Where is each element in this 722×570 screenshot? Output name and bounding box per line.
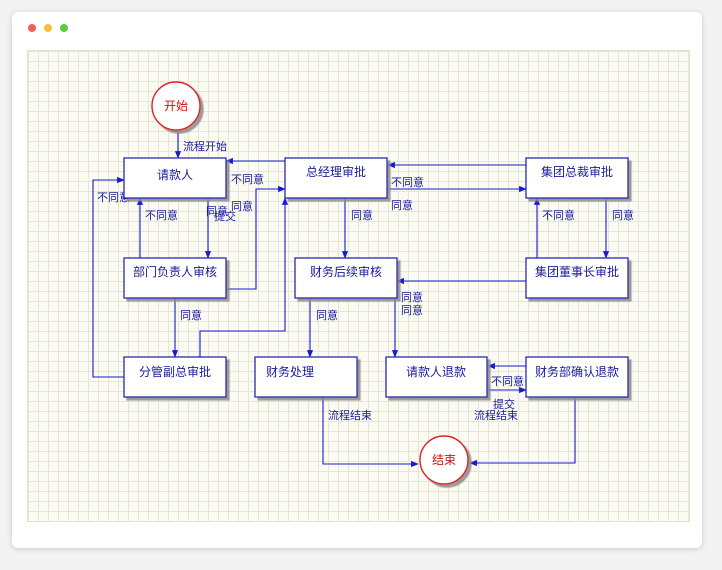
edge-vp-gm <box>199 197 289 357</box>
node-group-president-label: 集团总裁审批 <box>541 164 613 179</box>
node-finance-review-label: 财务后续审核 <box>310 264 382 279</box>
label-review-agree-process: 同意 <box>316 308 338 322</box>
edge-dept-gm <box>225 185 286 290</box>
label-start-flow: 流程开始 <box>183 139 227 153</box>
label-chairman-reject: 不同意 <box>542 208 575 222</box>
label-confirm-reject: 不同意 <box>491 374 524 388</box>
node-requester-refund[interactable]: 请款人退款 <box>385 356 488 398</box>
edge-vp-requester <box>92 176 125 378</box>
node-finance-process[interactable]: 财务处理 <box>254 356 358 398</box>
node-start-label: 开始 <box>164 99 188 113</box>
node-group-chairman[interactable]: 集团董事长审批 <box>525 257 629 299</box>
label-vp-reject: 不同意 <box>97 190 130 204</box>
node-end-label: 结束 <box>432 453 456 467</box>
label-submit: 提交 <box>214 209 236 223</box>
node-finance-confirm-refund[interactable]: 财务部确认退款 <box>525 356 629 398</box>
label-president-agree-chairman: 同意 <box>612 208 634 222</box>
node-requester-refund-label: 请款人退款 <box>406 365 466 379</box>
node-finance-confirm-refund-label: 财务部确认退款 <box>535 364 619 379</box>
label-agree-req-dept: 同意 <box>206 204 228 218</box>
node-end[interactable]: 结束 <box>419 435 469 485</box>
window-maximize-dot[interactable] <box>60 24 68 32</box>
node-vp-label: 分管副总审批 <box>139 364 211 379</box>
label-process-end: 流程结束 <box>328 408 372 422</box>
label-review-agree-refund: 同意 <box>401 303 423 317</box>
node-finance-process-label: 财务处理 <box>266 364 314 379</box>
edge-confirm-end <box>469 397 576 467</box>
label-refund-submit: 提交 <box>493 397 515 411</box>
window-close-dot[interactable] <box>28 24 36 32</box>
node-gm[interactable]: 总经理审批 <box>284 157 388 199</box>
node-requester[interactable]: 请款人 <box>123 157 227 199</box>
label-president-reject: 不同意 <box>391 175 424 189</box>
label-gm-reject: 不同意 <box>231 172 264 186</box>
edge-process-end <box>322 397 419 468</box>
label-dept-reject: 不同意 <box>145 208 178 222</box>
node-dept-head[interactable]: 部门负责人审核 <box>123 257 227 299</box>
node-group-chairman-label: 集团董事长审批 <box>535 264 619 279</box>
label-chairman-agree-review: 同意 <box>401 290 423 304</box>
node-group-president[interactable]: 集团总裁审批 <box>525 157 629 199</box>
node-finance-review[interactable]: 财务后续审核 <box>294 257 398 299</box>
label-dept-agree-vp: 同意 <box>180 308 202 322</box>
node-start[interactable]: 开始 <box>151 81 201 131</box>
node-vp[interactable]: 分管副总审批 <box>123 356 227 398</box>
label-gm-agree-president: 同意 <box>391 198 413 212</box>
node-dept-head-label: 部门负责人审核 <box>133 264 217 279</box>
label-dept-agree-gm: 同意 <box>231 199 253 213</box>
label-confirm-end: 流程结束 <box>474 408 518 422</box>
node-requester-label: 请款人 <box>157 168 193 182</box>
label-gm-agree-review: 同意 <box>351 208 373 222</box>
node-gm-label: 总经理审批 <box>306 164 366 179</box>
window-minimize-dot[interactable] <box>44 24 52 32</box>
